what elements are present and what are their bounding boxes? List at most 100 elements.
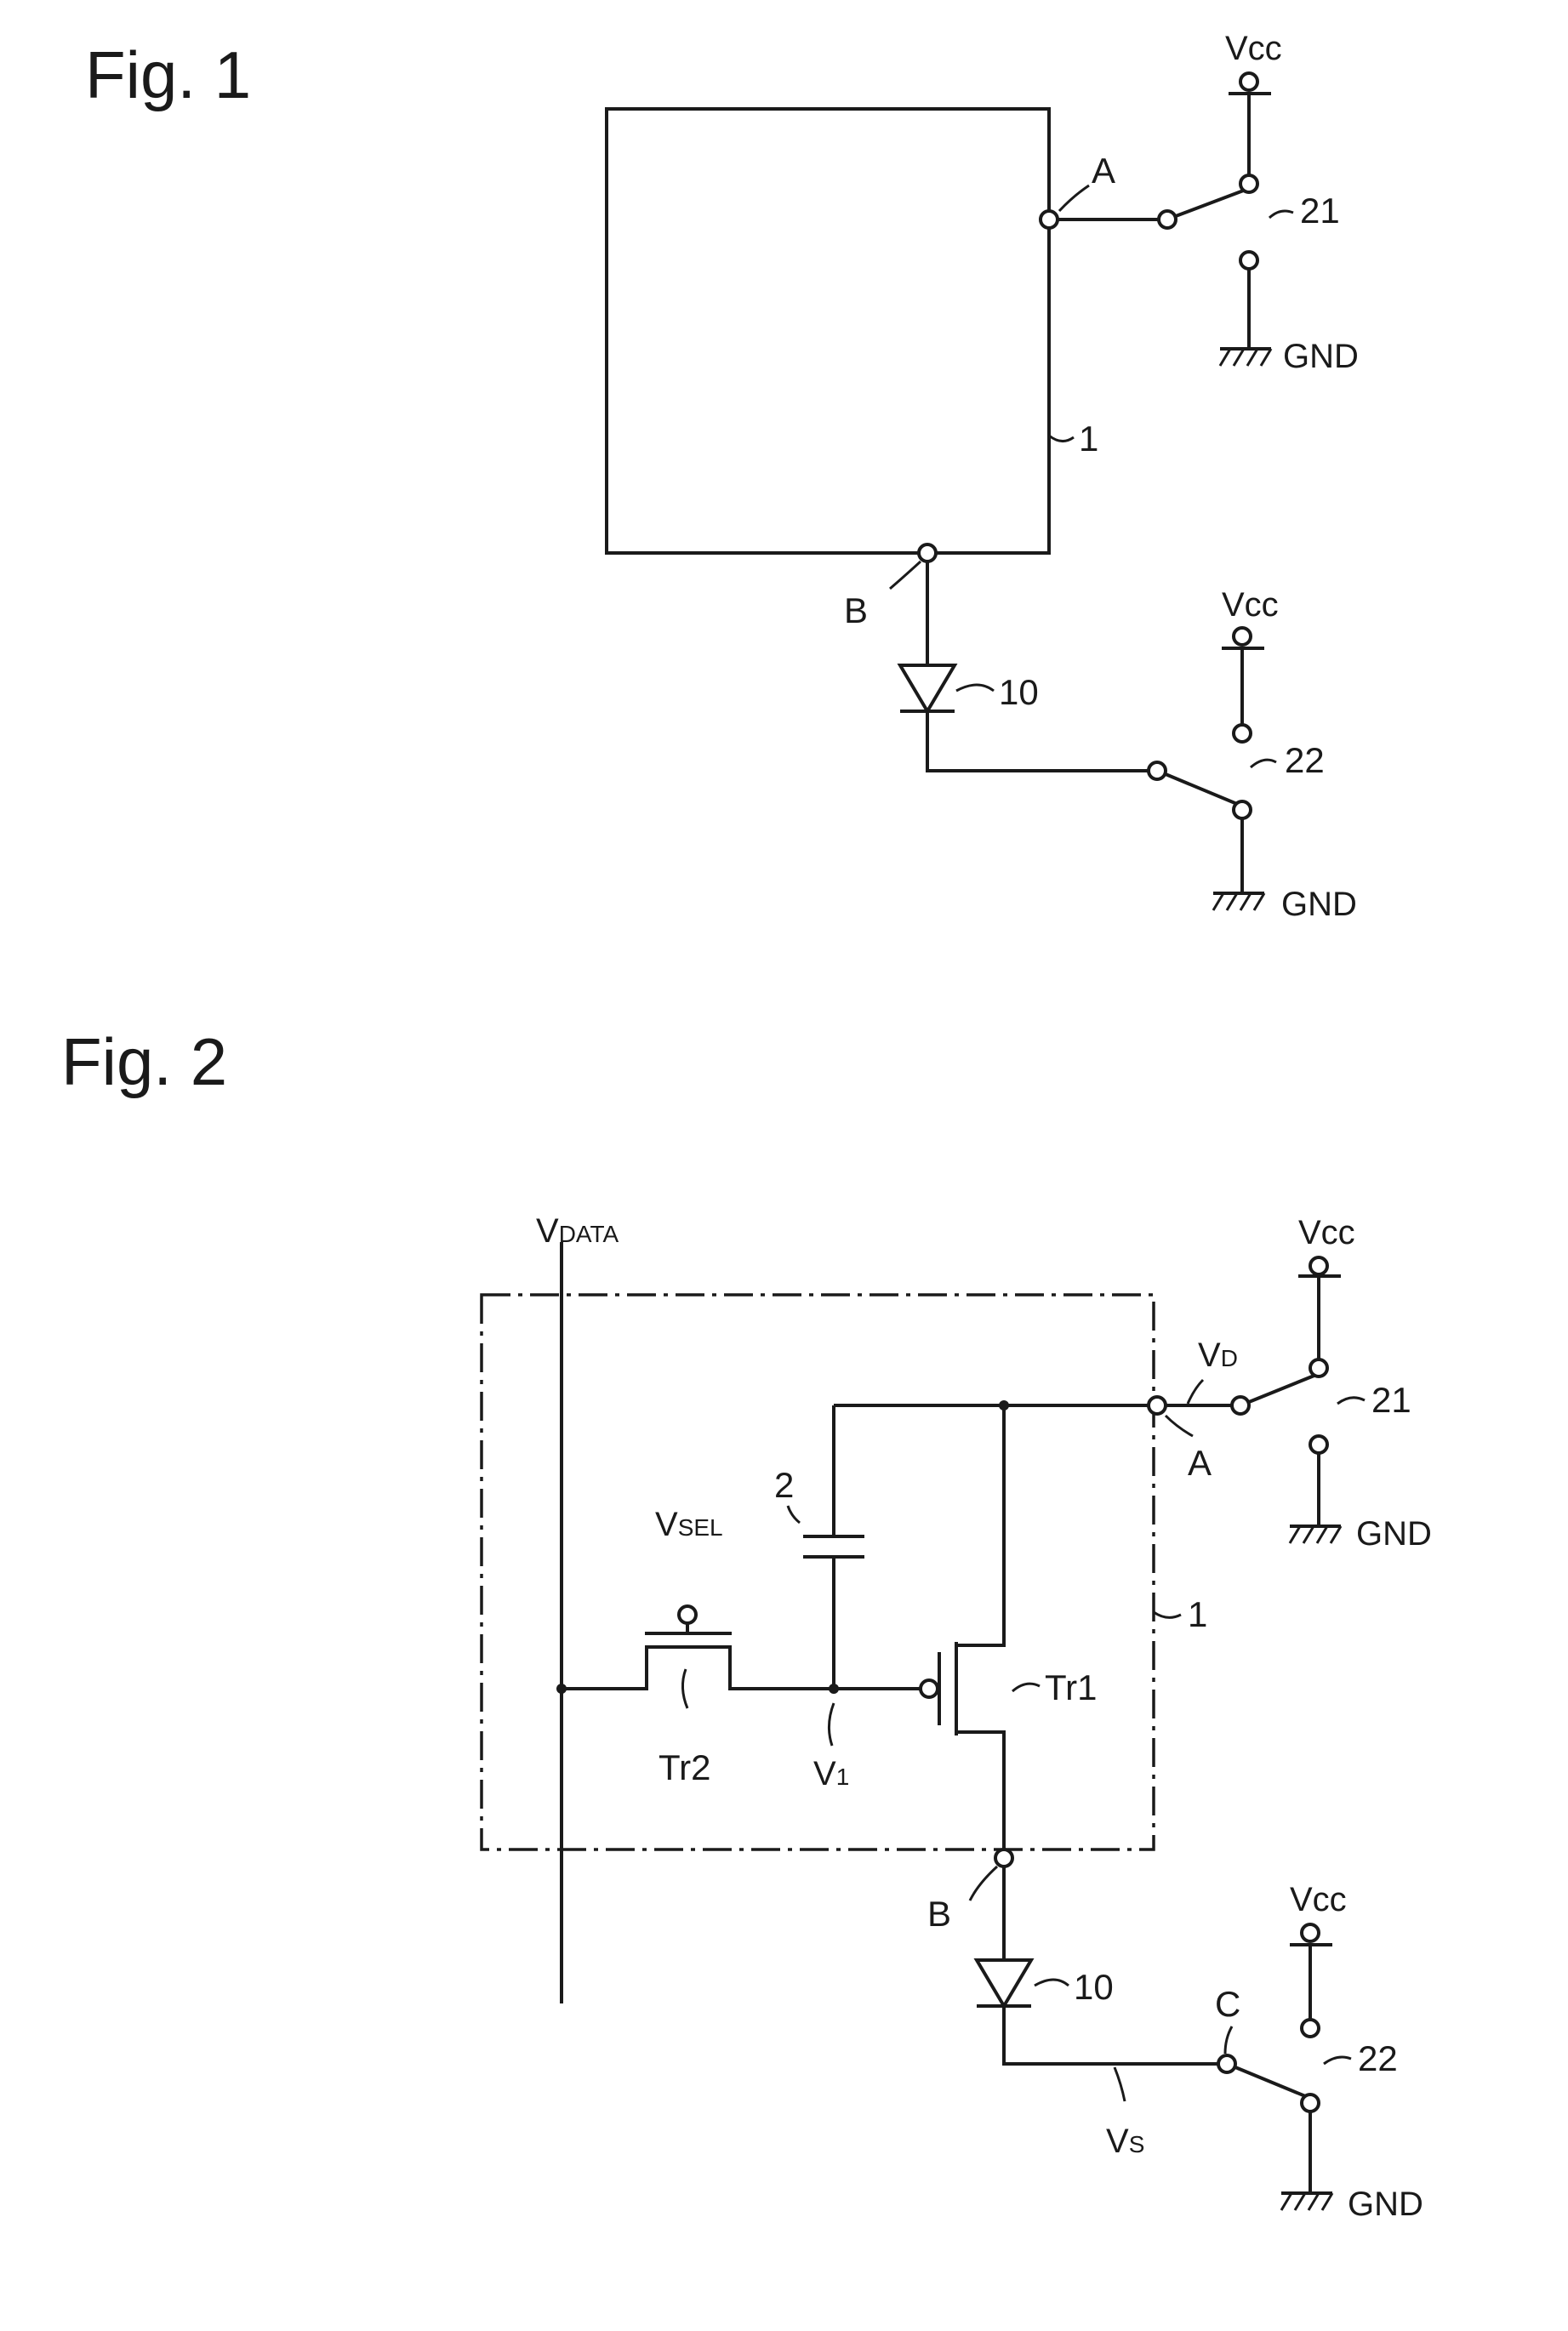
fig1-leader-1 xyxy=(1049,436,1074,442)
fig2-ground-icon-top xyxy=(1290,1526,1341,1543)
fig1-switch-21: Vcc GND 21 xyxy=(1159,30,1359,375)
fig2-switch21-gnd-contact xyxy=(1310,1436,1327,1453)
fig2-leader-22 xyxy=(1324,2057,1351,2064)
fig1-label-21: 21 xyxy=(1300,191,1340,231)
fig2-leader-2 xyxy=(788,1506,800,1523)
fig2-transistor-tr1: Tr1 xyxy=(834,1405,1097,1849)
fig2-leader-a xyxy=(1166,1416,1193,1436)
fig2-v1-sub: 1 xyxy=(836,1764,850,1790)
fig2-label-tr2: Tr2 xyxy=(659,1747,710,1787)
fig2-diode-triangle xyxy=(977,1960,1031,2006)
fig2-vcc-label-bottom: Vcc xyxy=(1290,1881,1347,1918)
fig2-vs-sub: S xyxy=(1129,2131,1145,2157)
fig2-leader-vs xyxy=(1115,2067,1125,2101)
fig2-tr1-gate-bubble xyxy=(921,1680,938,1697)
fig2-switch21-vcc-contact xyxy=(1310,1359,1327,1376)
fig2-label-b: B xyxy=(927,1894,951,1934)
fig1-vcc-terminal-bottom xyxy=(1234,628,1251,645)
fig2-leader-10 xyxy=(1035,1980,1069,1986)
fig1-terminal-a xyxy=(1041,211,1058,228)
fig2-vdata-label: VDATA xyxy=(536,1212,619,1250)
fig1-wire-diode-switch xyxy=(927,711,1154,771)
fig2-label-1: 1 xyxy=(1188,1594,1207,1634)
fig2-terminal-b xyxy=(995,1849,1012,1867)
fig2-tr1-source xyxy=(956,1405,1004,1645)
fig1-vcc-label-bottom: Vcc xyxy=(1222,586,1279,624)
fig2-vd-main: V xyxy=(1198,1336,1221,1374)
fig2-leader-c xyxy=(1225,2026,1232,2054)
fig2-label-c: C xyxy=(1215,1984,1240,2024)
fig1-switch21-gnd-contact xyxy=(1240,252,1257,269)
fig1-label-10: 10 xyxy=(999,672,1039,712)
fig1-switch21-vcc-contact xyxy=(1240,175,1257,192)
fig2-transistor-tr2: VSEL Tr2 xyxy=(562,1506,834,1787)
fig2-leader-v1 xyxy=(829,1703,834,1746)
fig1-leader-22 xyxy=(1251,760,1276,767)
fig2-capacitor-2: 2 xyxy=(774,1405,864,1689)
fig2-label-22: 22 xyxy=(1358,2038,1398,2078)
figure-1: Fig. 1 1 A Vcc GN xyxy=(85,30,1359,923)
fig2-terminal-a xyxy=(1149,1397,1166,1414)
fig2-vsel-terminal xyxy=(679,1606,696,1623)
fig1-label-a: A xyxy=(1092,151,1115,191)
fig1-diode-triangle xyxy=(900,665,955,711)
fig2-switch22-vcc-contact xyxy=(1302,2020,1319,2037)
fig2-vsel-sub: SEL xyxy=(678,1514,723,1541)
fig2-vs-label: VS xyxy=(1106,2123,1144,2160)
fig2-label-21: 21 xyxy=(1371,1380,1411,1420)
fig1-leader-b xyxy=(890,561,921,589)
fig2-vdata-sub: DATA xyxy=(559,1221,619,1247)
fig2-vcc-terminal-top xyxy=(1310,1257,1327,1274)
fig2-switch21-common xyxy=(1232,1397,1249,1414)
fig2-leader-vd xyxy=(1188,1380,1203,1404)
fig1-switch21-common xyxy=(1159,211,1176,228)
fig1-terminal-b xyxy=(919,544,936,561)
fig2-vd-label: VD xyxy=(1198,1336,1238,1374)
fig2-switch21-blade xyxy=(1249,1373,1320,1402)
fig1-switch22-vcc-contact xyxy=(1234,725,1251,742)
fig1-title: Fig. 1 xyxy=(85,37,251,112)
fig1-switch22-common xyxy=(1149,762,1166,779)
fig1-label-1: 1 xyxy=(1079,419,1098,459)
fig1-vcc-label-top: Vcc xyxy=(1225,30,1282,67)
fig1-ground-icon-bottom xyxy=(1213,893,1264,910)
fig2-v1-main: V xyxy=(813,1755,836,1792)
fig2-wire-diode-c xyxy=(1004,2006,1218,2064)
figure-2: Fig. 2 1 VDATA VSEL Tr2 V1 2 xyxy=(61,1024,1432,2223)
fig2-vcc-terminal-bottom xyxy=(1302,1924,1319,1941)
fig1-vcc-terminal-top xyxy=(1240,73,1257,90)
fig2-label-a: A xyxy=(1188,1443,1212,1483)
fig1-gnd-label-bottom: GND xyxy=(1281,886,1357,923)
fig2-vcc-label-top: Vcc xyxy=(1298,1214,1355,1251)
fig2-switch-21: Vcc GND 21 xyxy=(1232,1214,1432,1553)
fig2-switch22-blade xyxy=(1235,2067,1314,2100)
fig1-label-b: B xyxy=(844,590,868,630)
fig2-gnd-label-top: GND xyxy=(1356,1515,1432,1553)
fig1-switch-22: GND Vcc 22 xyxy=(1149,586,1357,923)
fig2-vs-main: V xyxy=(1106,2123,1129,2160)
fig2-tr2-channel xyxy=(562,1647,834,1689)
fig1-switch22-gnd-contact xyxy=(1234,801,1251,818)
fig2-label-2: 2 xyxy=(774,1465,794,1505)
fig2-diode-10 xyxy=(977,1960,1031,2006)
fig2-leader-1 xyxy=(1154,1612,1181,1617)
fig2-switch-22: C GND Vcc 22 xyxy=(1215,1881,1423,2223)
fig2-leader-tr1 xyxy=(1012,1684,1040,1691)
fig1-label-22: 22 xyxy=(1285,740,1325,780)
fig2-label-10: 10 xyxy=(1074,1967,1114,2007)
fig1-switch21-blade xyxy=(1176,187,1252,216)
fig2-vdata-main: V xyxy=(536,1212,559,1250)
fig1-block-1 xyxy=(607,109,1049,553)
fig2-label-tr1: Tr1 xyxy=(1045,1667,1097,1707)
fig2-terminal-c xyxy=(1218,2055,1235,2072)
fig2-vd-sub: D xyxy=(1221,1345,1238,1371)
fig1-leader-a xyxy=(1059,185,1089,211)
fig2-ground-icon-bottom xyxy=(1281,2193,1332,2210)
fig1-ground-icon-top xyxy=(1220,349,1271,366)
fig1-leader-10 xyxy=(956,685,994,691)
fig2-v1-label: V1 xyxy=(813,1755,849,1792)
fig2-leader-b xyxy=(970,1867,997,1901)
fig2-leader-21 xyxy=(1337,1398,1365,1404)
